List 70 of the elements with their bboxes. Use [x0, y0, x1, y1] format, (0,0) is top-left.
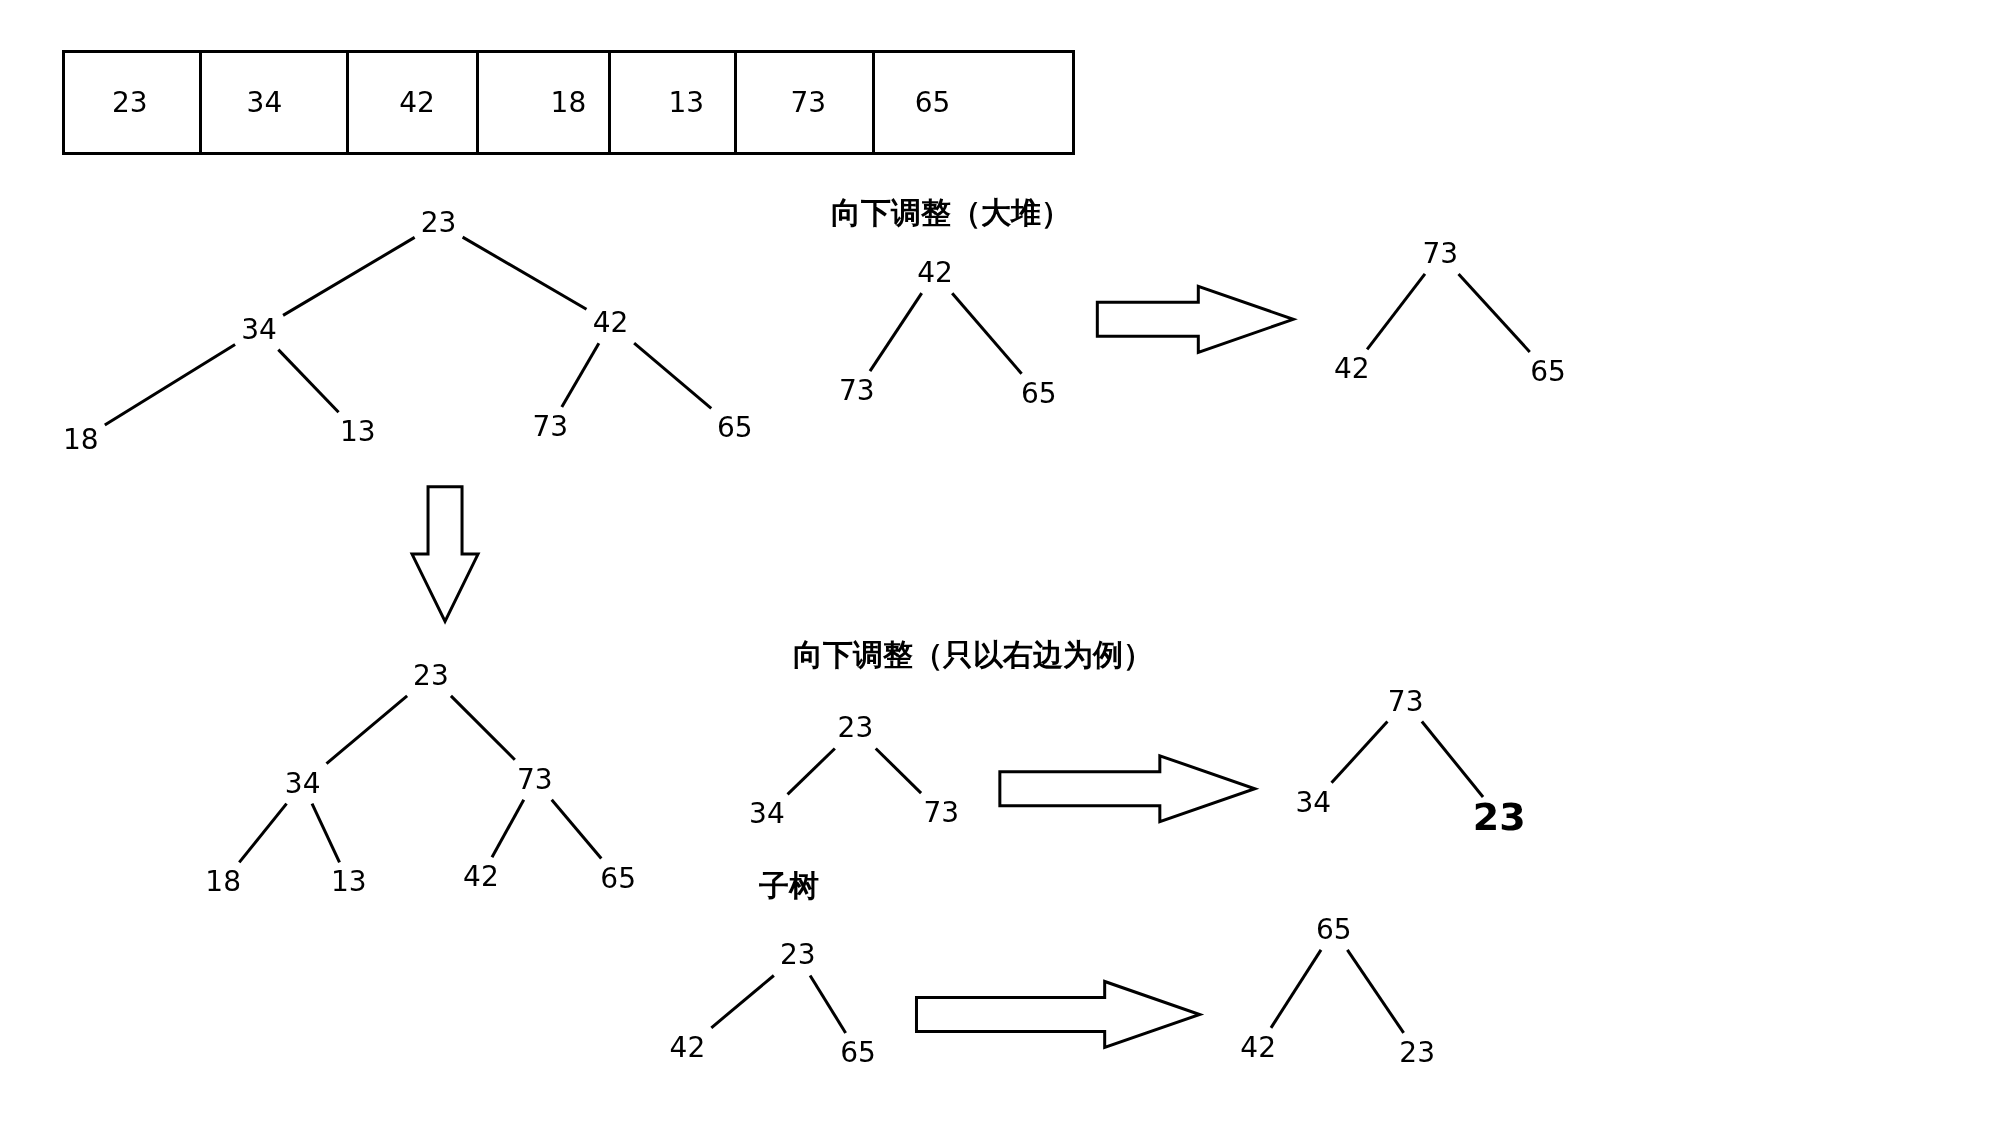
block-arrow: [1095, 284, 1298, 355]
tree-node-value: 73: [838, 377, 875, 406]
tree-node-value: 23: [779, 941, 816, 970]
tree-node-value: 42: [917, 259, 953, 288]
tree-edge: [633, 342, 713, 410]
tree-edge: [1365, 273, 1427, 351]
section-heading: 向下调整（只以右边为例）: [792, 635, 1153, 674]
tree-edge: [310, 803, 341, 863]
array-cell: 34: [198, 53, 347, 153]
tree-edge: [710, 974, 775, 1029]
section-heading: 子树: [759, 866, 820, 905]
tree-node-value: 65: [840, 1038, 876, 1067]
tree-edge: [868, 292, 923, 372]
array-cell: 73: [733, 53, 873, 153]
tree-edge: [1269, 949, 1323, 1029]
tree-node-value: 34: [241, 315, 277, 344]
tree-node-value: 23: [837, 714, 874, 743]
array-cell: 18: [475, 53, 608, 153]
tree-edge: [282, 236, 416, 317]
tree-edge: [550, 798, 603, 860]
tree-node-value: 65: [1021, 379, 1057, 408]
tree-edge: [560, 342, 601, 408]
tree-node-value: 23: [1399, 1038, 1435, 1067]
tree-node-value: 34: [284, 769, 321, 798]
tree-edge: [104, 343, 236, 427]
tree-edge: [874, 747, 923, 795]
tree-edge: [1346, 949, 1405, 1034]
tree-node-value: 42: [592, 309, 629, 338]
tree-node-value: 18: [205, 868, 241, 897]
tree-edge: [325, 694, 409, 765]
tree-node-value: 65: [717, 414, 753, 443]
tree-node-value: 23: [420, 209, 457, 238]
tree-node-value: 42: [463, 863, 499, 892]
tree-edge: [951, 292, 1023, 375]
tree-edge: [1420, 720, 1485, 798]
tree-node-value: 13: [340, 418, 376, 447]
array-cell: 42: [346, 53, 476, 153]
tree-edge: [238, 802, 288, 864]
tree-node-value: 73: [1387, 687, 1424, 716]
block-arrow: [998, 753, 1260, 824]
tree-edge: [786, 747, 836, 796]
array-box: [61, 50, 1075, 156]
tree-edge: [461, 235, 588, 311]
array-cell: 65: [872, 53, 1075, 153]
tree-node-value: 73: [532, 413, 568, 442]
tree-node-value: 13: [331, 868, 367, 897]
tree-node-value: 34: [1295, 788, 1332, 817]
tree-node-value: 42: [1240, 1033, 1276, 1062]
block-arrow: [915, 979, 1205, 1050]
tree-node-value: 18: [63, 425, 99, 454]
tree-node-value: 34: [749, 800, 785, 829]
block-arrow: [409, 485, 481, 625]
tree-edge: [1330, 720, 1389, 784]
tree-edge: [277, 348, 340, 414]
tree-node-value: 23: [413, 661, 449, 690]
tree-node-value: 73: [1422, 239, 1459, 268]
tree-edge: [808, 974, 847, 1034]
tree-edge: [1457, 272, 1531, 353]
tree-node-value: 65: [1316, 915, 1352, 944]
tree-node-value: 73: [517, 765, 553, 794]
tree-edge: [490, 799, 526, 858]
section-heading: 向下调整（大堆）: [831, 193, 1072, 232]
tree-node-value: 65: [600, 864, 636, 893]
tree-node-value: 23: [1472, 797, 1526, 836]
tree-node-value: 42: [1333, 355, 1370, 384]
tree-node-value: 65: [1530, 357, 1566, 386]
array-cell: 13: [607, 53, 734, 153]
tree-edge: [449, 694, 516, 761]
tree-node-value: 73: [923, 799, 960, 828]
tree-node-value: 42: [669, 1033, 706, 1062]
